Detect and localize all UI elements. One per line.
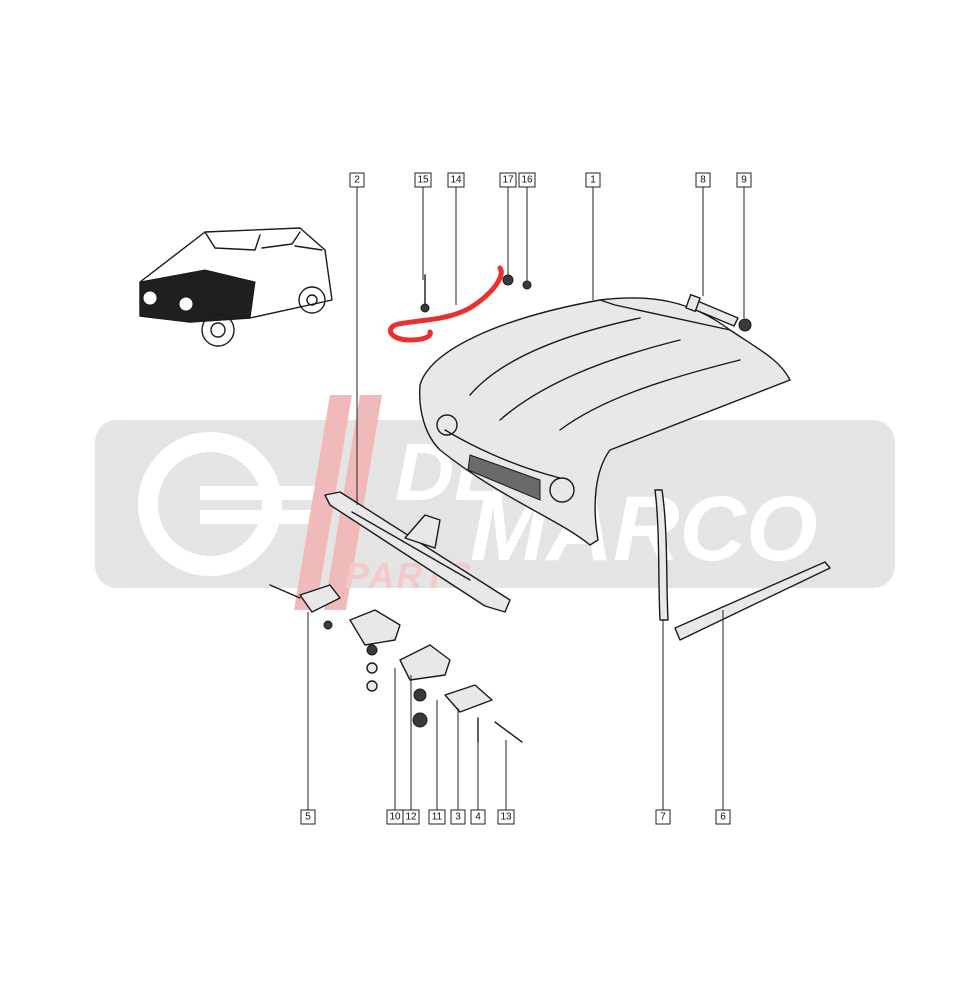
part-16-screw (522, 280, 532, 290)
callout-6[interactable]: 6 (715, 809, 731, 825)
callout-17[interactable]: 17 (499, 172, 517, 188)
car-illustration (139, 227, 333, 347)
callout-4[interactable]: 4 (470, 809, 486, 825)
callout-12[interactable]: 12 (402, 809, 420, 825)
part-7-side-seal (654, 489, 669, 621)
svg-text:5: 5 (305, 812, 311, 823)
callout-7[interactable]: 7 (655, 809, 671, 825)
watermark-slash-1 (294, 395, 352, 610)
watermark-logo: DE MARCO PARTS (95, 395, 895, 610)
watermark-emblem (138, 432, 282, 576)
part-9-nut (738, 318, 752, 332)
svg-text:15: 15 (417, 175, 429, 186)
svg-text:11: 11 (432, 812, 443, 823)
callout-13[interactable]: 13 (497, 809, 515, 825)
part-1-bonnet (418, 297, 791, 546)
callout-10[interactable]: 10 (386, 809, 404, 825)
svg-text:7: 7 (660, 812, 666, 823)
part-6-front-strip (674, 561, 831, 641)
svg-text:1: 1 (590, 175, 596, 186)
part-2-hinge-bar (324, 491, 511, 613)
watermark-banner (95, 420, 895, 588)
lock-assembly (269, 584, 523, 743)
callout-2[interactable]: 2 (349, 172, 365, 188)
callout-11[interactable]: 11 (428, 809, 446, 825)
svg-text:10: 10 (389, 812, 401, 823)
part-14-stay-rod-highlighted (388, 265, 504, 343)
svg-text:12: 12 (405, 812, 417, 823)
callout-1[interactable]: 1 (585, 172, 601, 188)
svg-text:16: 16 (521, 175, 533, 186)
svg-text:13: 13 (500, 812, 512, 823)
callout-9[interactable]: 9 (736, 172, 752, 188)
svg-text:6: 6 (720, 812, 726, 823)
svg-text:14: 14 (450, 175, 462, 186)
callout-8[interactable]: 8 (695, 172, 711, 188)
svg-text:17: 17 (502, 175, 514, 186)
part-17-clip (502, 274, 514, 286)
callout-5[interactable]: 5 (300, 809, 316, 825)
part-15-pin (420, 274, 430, 313)
callout-14-highlighted[interactable]: 14 (447, 172, 465, 188)
svg-text:3: 3 (455, 812, 461, 823)
car-bonnet-highlight (139, 269, 256, 323)
part-8-bolt (685, 294, 739, 327)
svg-text:8: 8 (700, 175, 706, 186)
svg-text:9: 9 (741, 175, 747, 186)
leader-lines (307, 187, 745, 810)
callout-16[interactable]: 16 (518, 172, 536, 188)
callout-15[interactable]: 15 (414, 172, 432, 188)
svg-text:4: 4 (475, 812, 481, 823)
callout-3[interactable]: 3 (450, 809, 466, 825)
svg-text:2: 2 (354, 175, 360, 186)
